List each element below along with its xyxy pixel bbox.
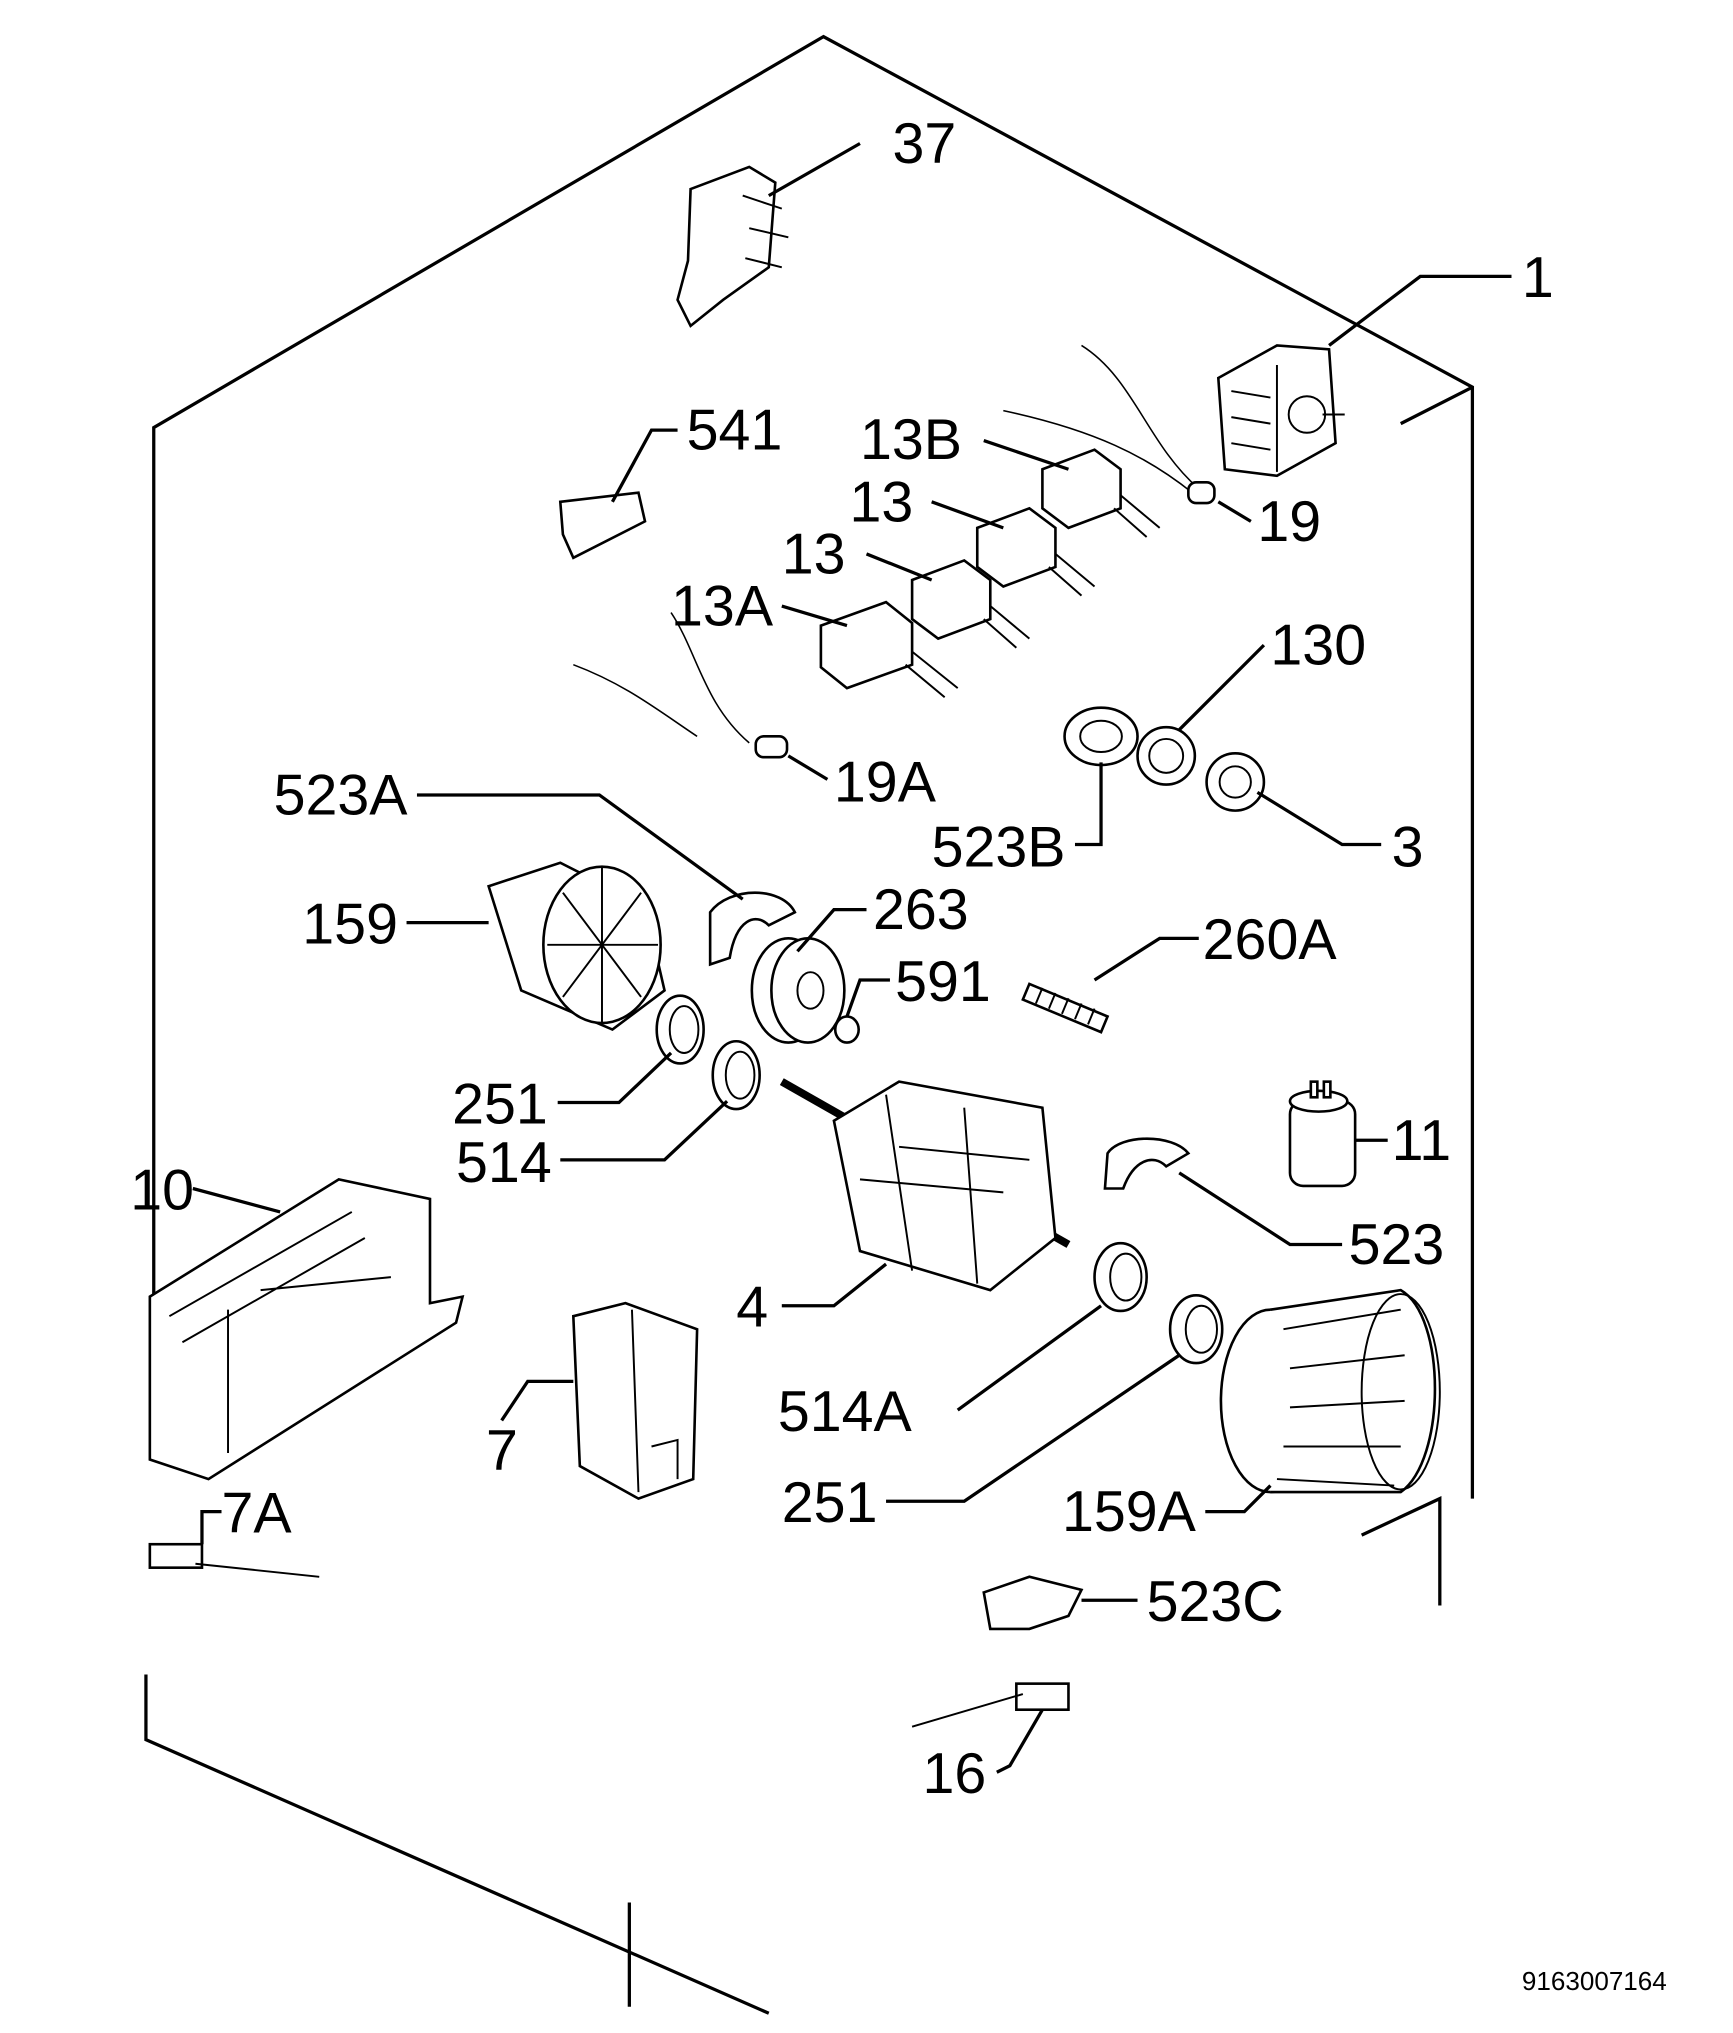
callout-523a: 523A bbox=[274, 764, 409, 828]
callout-37: 37 bbox=[893, 112, 957, 176]
drawing-number: 9163007164 bbox=[1522, 1966, 1667, 1996]
callout-10: 10 bbox=[130, 1158, 194, 1222]
part-11-capacitor bbox=[1288, 1080, 1357, 1188]
callout-514: 514 bbox=[456, 1131, 552, 1195]
callout-3: 3 bbox=[1392, 816, 1424, 880]
part-159a-blower bbox=[1219, 1288, 1441, 1494]
part-37-bracket bbox=[676, 165, 789, 328]
leader-lines bbox=[192, 142, 1512, 1774]
part-13b-connector bbox=[1041, 448, 1161, 538]
part-541-clip bbox=[558, 491, 647, 560]
part-4-motor bbox=[779, 1078, 1071, 1292]
part-1-timer bbox=[1216, 344, 1345, 478]
callout-13: 13 bbox=[850, 470, 914, 534]
callout-13b: 13B bbox=[860, 408, 962, 472]
callout-541: 541 bbox=[687, 399, 783, 463]
part-3-bearing bbox=[1205, 751, 1266, 812]
callout-4: 4 bbox=[736, 1276, 768, 1340]
callout-11: 11 bbox=[1392, 1109, 1452, 1173]
callout-159: 159 bbox=[302, 893, 398, 957]
callout-523: 523 bbox=[1349, 1213, 1445, 1277]
part-19-sensor bbox=[1003, 344, 1216, 505]
callout-514a: 514A bbox=[778, 1380, 913, 1444]
callout-7a: 7A bbox=[222, 1481, 293, 1545]
callout-13: 13 bbox=[782, 522, 846, 586]
part-7-door-lock bbox=[571, 1301, 699, 1501]
callout-19a: 19A bbox=[834, 751, 937, 815]
part-260a-spring bbox=[1021, 982, 1110, 1034]
callout-591: 591 bbox=[895, 950, 991, 1014]
part-10-heater bbox=[148, 1177, 465, 1481]
part-251-ring bbox=[655, 994, 705, 1065]
callout-523c: 523C bbox=[1147, 1570, 1284, 1634]
part-514-ring bbox=[711, 1039, 761, 1111]
part-523-bracket bbox=[1103, 1137, 1191, 1190]
part-251-ring bbox=[1168, 1294, 1224, 1365]
part-523b-bracket bbox=[1063, 706, 1139, 767]
callout-7: 7 bbox=[486, 1419, 518, 1483]
callout-251: 251 bbox=[782, 1471, 878, 1535]
parts bbox=[148, 165, 1441, 1728]
callout-263: 263 bbox=[873, 878, 969, 942]
part-16-switch bbox=[911, 1682, 1070, 1728]
part-523c-bracket bbox=[982, 1575, 1084, 1631]
part-130-gasket bbox=[1136, 725, 1197, 786]
cabinet-outline bbox=[144, 34, 1475, 2015]
part-514a-ring bbox=[1093, 1241, 1148, 1313]
part-159-fan bbox=[487, 861, 666, 1032]
callout-159a: 159A bbox=[1062, 1480, 1197, 1544]
part-19a-sensor bbox=[573, 612, 789, 759]
callout-130: 130 bbox=[1270, 614, 1366, 678]
callout-251: 251 bbox=[452, 1072, 548, 1136]
part-263-pulley bbox=[750, 937, 846, 1044]
callout-1: 1 bbox=[1522, 246, 1554, 310]
part-13-connector bbox=[975, 506, 1096, 597]
part-591-washer bbox=[833, 1015, 860, 1044]
callout-13a: 13A bbox=[671, 575, 774, 639]
callout-19: 19 bbox=[1257, 490, 1321, 554]
part-7a-switch bbox=[148, 1542, 320, 1578]
callout-labels: 37 1 541 13B 13 13 13A 19 130 19A 523A 5… bbox=[130, 112, 1666, 1996]
callout-523b: 523B bbox=[932, 816, 1066, 880]
callout-16: 16 bbox=[923, 1742, 987, 1806]
callout-260a: 260A bbox=[1203, 908, 1338, 972]
